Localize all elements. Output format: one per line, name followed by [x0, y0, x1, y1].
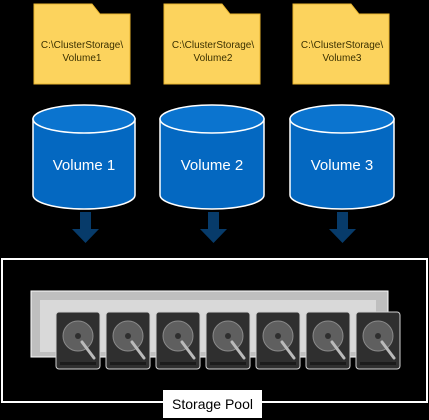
- hard-disk-icon: [155, 311, 201, 370]
- folder-3-path-line1: C:\ClusterStorage\: [301, 40, 383, 51]
- volume-3: Volume 3: [289, 104, 395, 210]
- hard-disk-icon: [355, 311, 401, 370]
- folder-3-path-line2: Volume3: [323, 53, 362, 64]
- volume-1-cylinder-top: [32, 104, 136, 134]
- folder-1-path-line2: Volume1: [63, 53, 102, 64]
- hard-disk-icon: [105, 311, 151, 370]
- folder-2: C:\ClusterStorage\ Volume2: [163, 3, 261, 85]
- volume-3-label: Volume 3: [311, 157, 374, 174]
- volume-1-label: Volume 1: [53, 157, 116, 174]
- volume-1-cylinder-body: [32, 118, 136, 210]
- down-arrow-icon: [200, 212, 227, 243]
- hard-disk-icon: [55, 311, 101, 370]
- volume-2-cylinder-body: [159, 118, 265, 210]
- volume-2-cylinder-top: [159, 104, 265, 134]
- folder-1-path-line1: C:\ClusterStorage\: [41, 40, 123, 51]
- folder-2-path-line1: C:\ClusterStorage\: [172, 40, 254, 51]
- disk-row: [55, 311, 401, 370]
- volume-1: Volume 1: [32, 104, 136, 210]
- folder-2-icon: [163, 3, 261, 85]
- storage-pool-label: Storage Pool: [172, 396, 253, 412]
- hard-disk-icon: [305, 311, 351, 370]
- folder-1: C:\ClusterStorage\ Volume1: [33, 3, 131, 85]
- folder-1-icon: [33, 3, 131, 85]
- hard-disk-icon: [255, 311, 301, 370]
- folder-2-path-line2: Volume2: [194, 53, 233, 64]
- volume-3-cylinder-top: [289, 104, 395, 134]
- storage-pool-label-box: Storage Pool: [163, 390, 262, 418]
- hard-disk-icon: [205, 311, 251, 370]
- volume-2: Volume 2: [159, 104, 265, 210]
- down-arrow-icon: [72, 212, 99, 243]
- folder-3: C:\ClusterStorage\ Volume3: [292, 3, 390, 85]
- volume-2-label: Volume 2: [181, 157, 244, 174]
- volume-3-cylinder-body: [289, 118, 395, 210]
- folder-3-icon: [292, 3, 390, 85]
- down-arrow-icon: [329, 212, 356, 243]
